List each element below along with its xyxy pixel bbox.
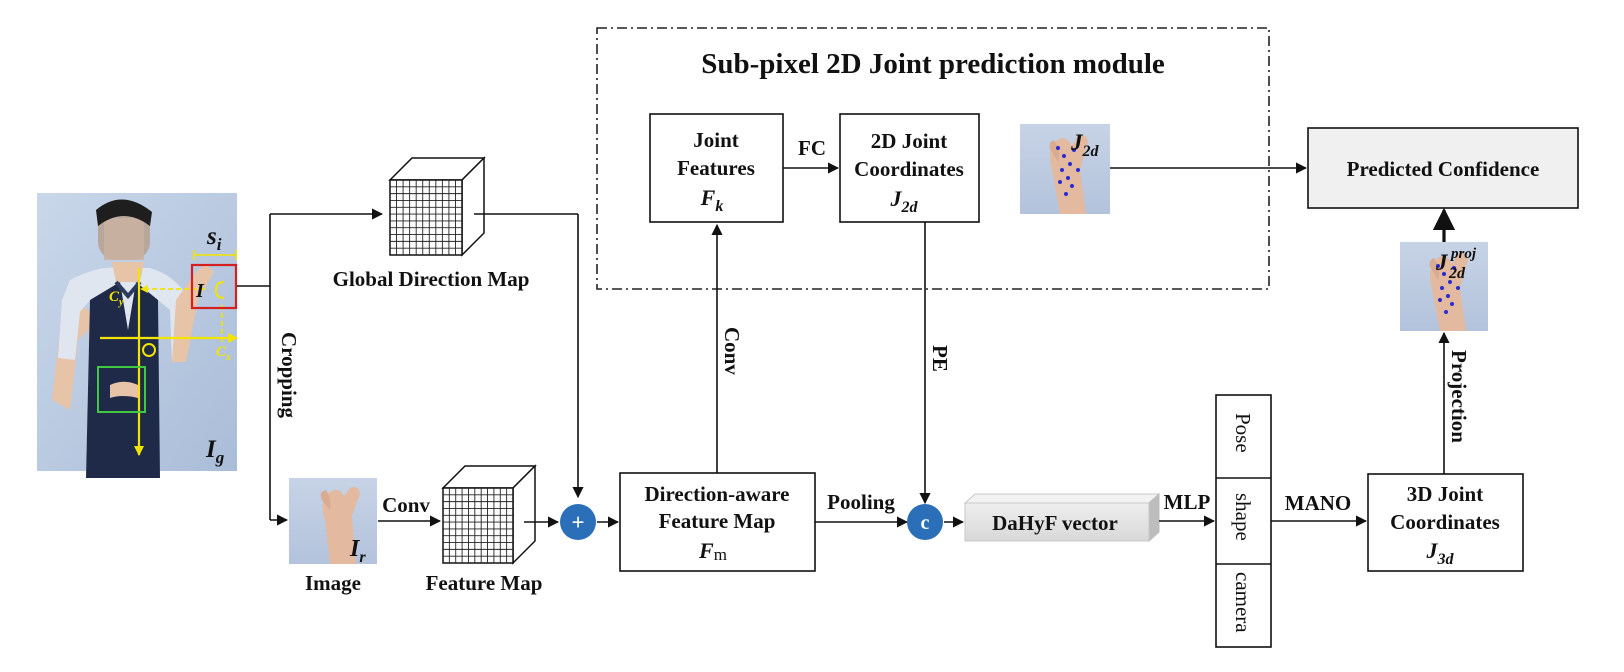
add-operator-symbol: +	[571, 510, 584, 535]
global-image	[37, 193, 237, 478]
crop-label: I	[195, 280, 205, 302]
concat-operator-symbol: c	[921, 512, 930, 534]
param-pose: Pose	[1231, 413, 1255, 453]
cy-label: Cy	[109, 289, 124, 308]
fm-symbol: Fm	[698, 538, 727, 564]
joint2d-line2: Coordinates	[854, 157, 964, 181]
concat-operator-circle	[907, 504, 943, 540]
cropping-label: Cropping	[277, 332, 301, 418]
fm-line1: Direction-aware	[644, 482, 789, 506]
param-camera: camera	[1231, 572, 1255, 633]
global-direction-label: Global Direction Map	[333, 267, 530, 291]
joint3d-line1: 3D Joint	[1407, 482, 1483, 506]
mlp-label: MLP	[1164, 490, 1211, 514]
joint2d-box	[839, 113, 980, 223]
joint3d-box	[1367, 473, 1524, 572]
mano-label: MANO	[1285, 491, 1352, 515]
joint3d-line2: Coordinates	[1390, 510, 1500, 534]
dahyf-label: DaHyF vector	[992, 511, 1118, 535]
projected-hand-image	[1400, 242, 1488, 331]
conv-vertical-label: Conv	[720, 327, 744, 375]
image-label: Image	[305, 571, 361, 595]
cropped-hand-symbol: Ir	[349, 536, 366, 566]
pooling-label: Pooling	[827, 490, 895, 514]
origin-marker	[142, 343, 156, 357]
joint2d-symbol: J2d	[890, 186, 919, 216]
module-title: Sub-pixel 2D Joint prediction module	[701, 48, 1165, 80]
pe-label: PE	[928, 345, 952, 372]
param-shape: shape	[1231, 493, 1255, 541]
body-box	[97, 366, 146, 413]
joint-features-line2: Features	[677, 156, 755, 180]
confidence-label: Predicted Confidence	[1347, 157, 1540, 181]
crop-box	[190, 263, 238, 310]
add-operator-circle	[560, 504, 596, 540]
fc-label: FC	[798, 136, 826, 160]
joint-features-line1: Joint	[693, 128, 739, 152]
cropped-hand-image	[289, 478, 377, 564]
feature-map-cube	[441, 464, 537, 565]
global-direction-cube	[388, 156, 486, 257]
global-image-label: Ig	[205, 436, 225, 467]
fm-line2: Feature Map	[659, 509, 776, 533]
scale-label: si	[206, 223, 222, 254]
joint2d-line1: 2D Joint	[871, 129, 947, 153]
module-frame	[596, 27, 1270, 290]
hand-joints-image	[1020, 124, 1110, 214]
joint-features-symbol: Fk	[700, 185, 724, 215]
hand-joints-label: J2d	[1070, 130, 1100, 160]
dahyf-vector-bar	[963, 492, 1161, 543]
projection-label: Projection	[1447, 350, 1471, 443]
feature-map-label: Feature Map	[426, 571, 543, 595]
confidence-box	[1307, 127, 1579, 209]
cx-label: Cx	[216, 344, 231, 363]
conv-lower-label: Conv	[382, 493, 430, 517]
joint3d-symbol: J3d	[1426, 538, 1455, 568]
joint-features-box	[649, 113, 784, 223]
